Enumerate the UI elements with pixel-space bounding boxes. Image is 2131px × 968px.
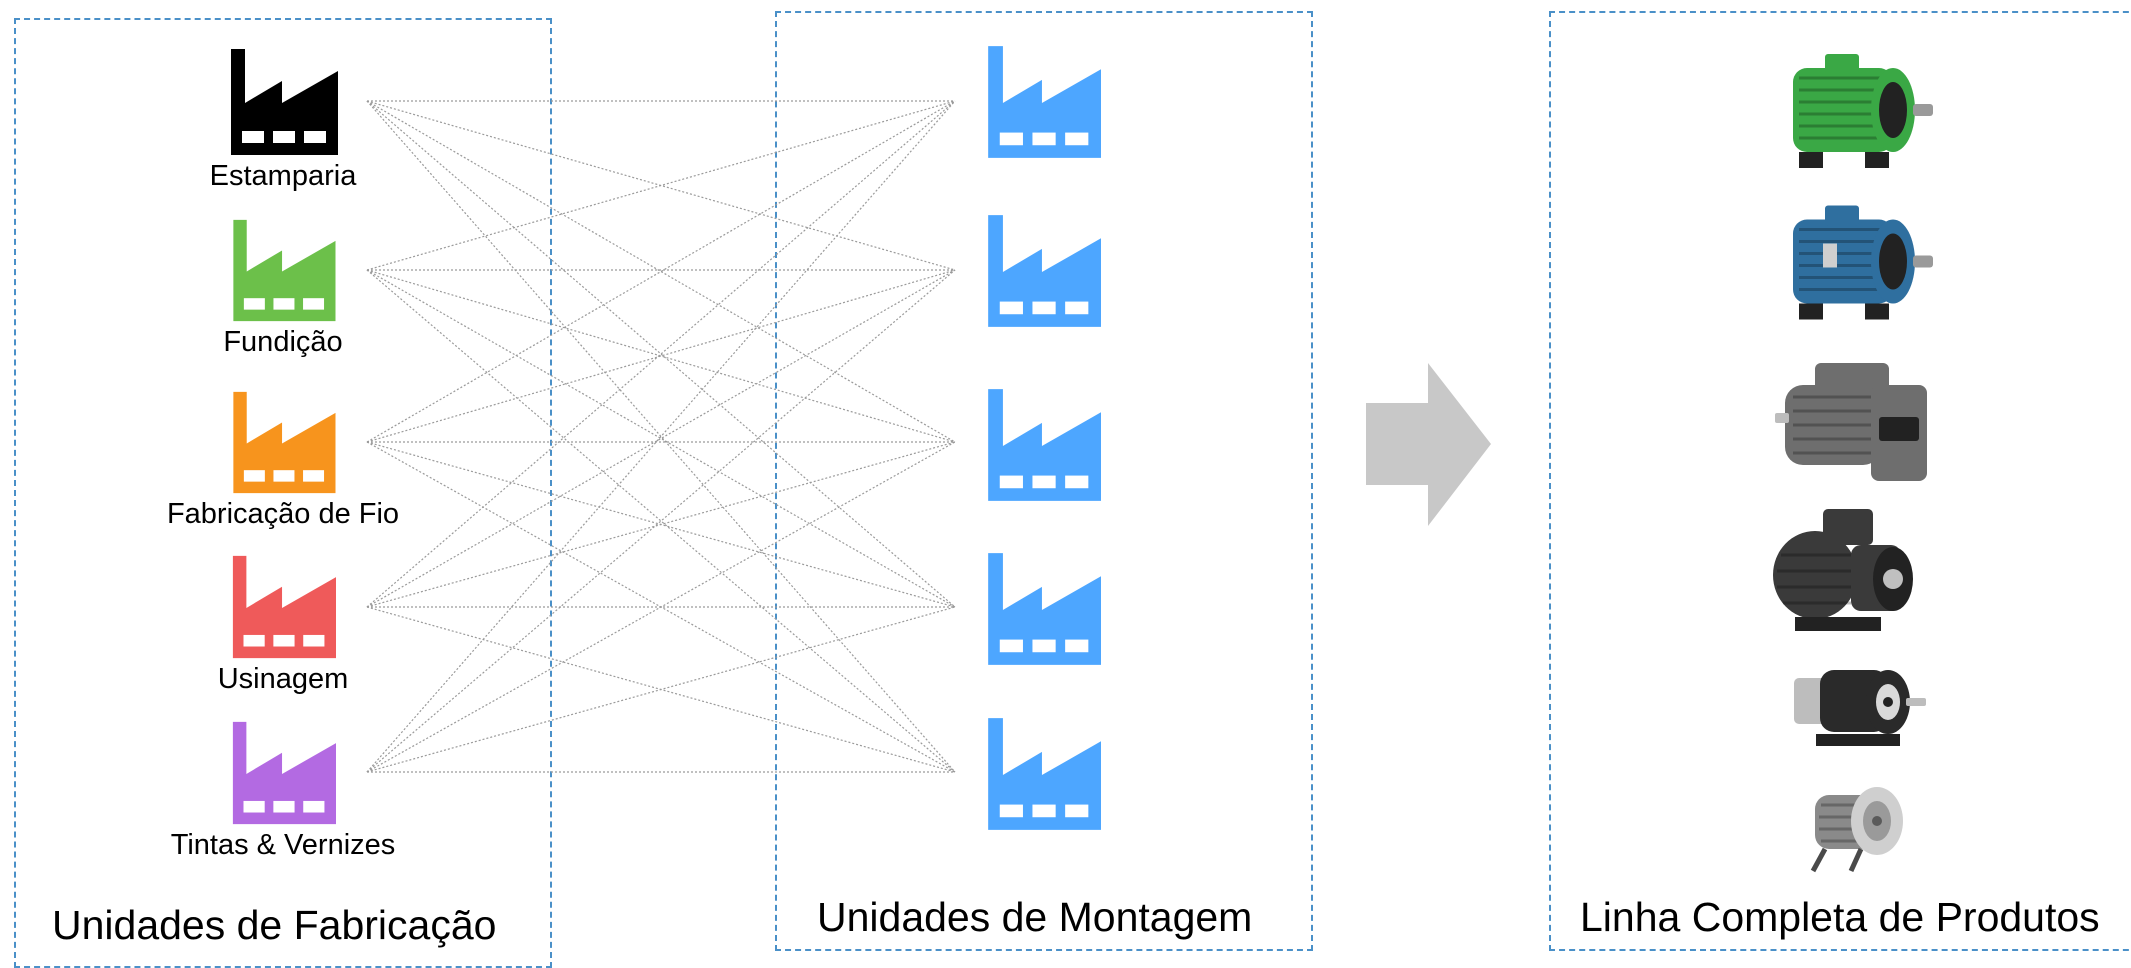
factory-icon [231, 49, 338, 155]
factory-icon [988, 46, 1101, 158]
motor-icon [1773, 509, 1913, 631]
connection-line [366, 100, 956, 608]
manufacturing-unit-label: Usinagem [217, 663, 349, 695]
connection-line [366, 269, 956, 608]
connection-line [366, 441, 956, 773]
manufacturing-unit-fabricacao-de-fio: Fabricação de Fio [133, 390, 433, 530]
connection-line [366, 100, 956, 443]
connection-line [366, 100, 956, 773]
factory-icon [233, 391, 336, 494]
connection-line [366, 269, 956, 608]
connection-line [366, 606, 956, 773]
motor-icon [1775, 363, 1927, 481]
connection-line [366, 269, 956, 773]
assembly-title: Unidades de Montagem [817, 894, 1253, 940]
manufacturing-unit-estamparia: Estamparia [133, 47, 433, 192]
manufacturing-unit-label: Fabricação de Fio [166, 498, 400, 530]
motor-icon [1793, 54, 1933, 168]
products-panel [1549, 11, 2131, 951]
factory-icon [988, 215, 1101, 327]
motor-icon [1794, 670, 1926, 746]
manufacturing-unit-fundicao: Fundição [133, 218, 433, 358]
manufacturing-unit-tintas-vernizes: Tintas & Vernizes [133, 720, 433, 861]
motor-icon [1810, 787, 1903, 873]
connection-line [366, 100, 956, 608]
connection-line [366, 100, 956, 443]
factory-icon [232, 721, 336, 825]
connection-line [366, 269, 956, 773]
factory-icon [988, 389, 1101, 501]
manufacturing-title: Unidades de Fabricação [52, 902, 497, 948]
factory-icon [232, 555, 336, 659]
factory-icon [233, 219, 336, 322]
connection-line [366, 100, 956, 773]
connection-line [366, 441, 956, 608]
products-title: Linha Completa de Produtos [1580, 894, 2100, 940]
manufacturing-unit-label: Tintas & Vernizes [170, 829, 396, 861]
right-arrow-icon [1366, 363, 1491, 526]
assembly-panel [775, 11, 1313, 951]
manufacturing-unit-usinagem: Usinagem [133, 554, 433, 695]
connection-line [366, 100, 956, 271]
factory-icon [988, 553, 1101, 665]
motor-icon [1793, 205, 1933, 320]
manufacturing-unit-label: Estamparia [209, 160, 357, 192]
manufacturing-unit-label: Fundição [223, 326, 343, 358]
factory-icon [988, 718, 1101, 830]
